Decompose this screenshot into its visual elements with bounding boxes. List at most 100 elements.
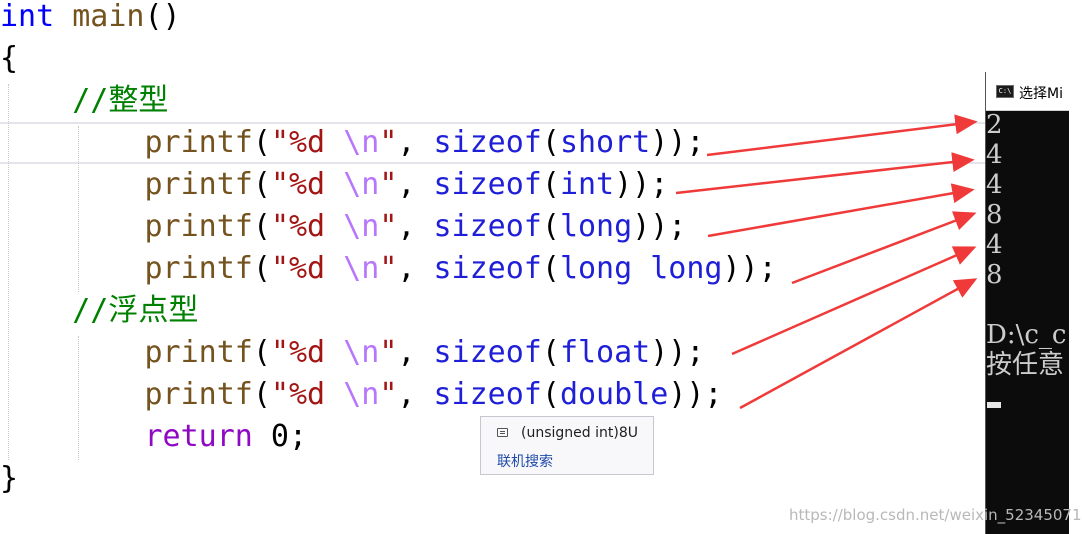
code-token: , bbox=[397, 377, 434, 412]
code-token: ( bbox=[252, 377, 271, 412]
code-token: printf bbox=[144, 125, 253, 160]
online-search-link[interactable]: 联机搜索 bbox=[497, 454, 553, 470]
code-token: //浮点型 bbox=[72, 293, 199, 328]
indent-guide bbox=[78, 336, 79, 460]
tooltip-type-text: (unsigned int)8U bbox=[521, 425, 638, 441]
indent-guide bbox=[78, 126, 79, 292]
code-token: double bbox=[559, 377, 669, 412]
code-token: ( bbox=[541, 209, 560, 244]
code-token: sizeof bbox=[433, 167, 542, 202]
code-token: " bbox=[379, 209, 398, 244]
arrow-double bbox=[739, 278, 978, 410]
code-line[interactable]: //整型 bbox=[0, 80, 168, 122]
code-token: )); bbox=[632, 209, 687, 244]
code-token: )); bbox=[650, 335, 705, 370]
quickinfo-tooltip: (unsigned int)8U 联机搜索 bbox=[480, 416, 654, 475]
arrow-int bbox=[675, 152, 975, 195]
code-token: ( bbox=[252, 209, 271, 244]
arrow-long bbox=[707, 183, 975, 238]
code-token: ( bbox=[541, 335, 560, 370]
code-line[interactable]: } bbox=[0, 458, 18, 500]
code-token: ( bbox=[541, 377, 560, 412]
code-token: ( bbox=[252, 251, 271, 286]
code-token: sizeof bbox=[433, 209, 542, 244]
code-token: int bbox=[0, 0, 55, 34]
indent-guide bbox=[8, 84, 9, 460]
code-token: " bbox=[379, 167, 398, 202]
watermark: https://blog.csdn.net/weixin_52345071 bbox=[789, 506, 1082, 524]
code-line[interactable]: printf("%d \n", sizeof(short)); bbox=[0, 122, 705, 164]
code-token: long long bbox=[559, 251, 723, 286]
code-token: printf bbox=[144, 251, 253, 286]
code-token: sizeof bbox=[433, 335, 542, 370]
code-token: float bbox=[559, 335, 651, 370]
code-token: printf bbox=[144, 209, 253, 244]
code-token: " bbox=[379, 335, 398, 370]
code-token: //整型 bbox=[72, 83, 169, 118]
code-line[interactable]: printf("%d \n", sizeof(int)); bbox=[0, 164, 669, 206]
console-app-icon: C:\ bbox=[996, 85, 1014, 98]
code-token: main bbox=[72, 0, 145, 34]
code-token: long bbox=[559, 209, 633, 244]
console-titlebar[interactable]: C:\ 选择Mi bbox=[986, 72, 1069, 111]
code-token: "%d bbox=[270, 209, 344, 244]
code-token: \n bbox=[343, 209, 380, 244]
code-token: printf bbox=[144, 335, 253, 370]
code-token: , bbox=[397, 167, 434, 202]
code-token: int bbox=[559, 167, 615, 202]
code-token: sizeof bbox=[433, 251, 542, 286]
console-output: 2 4 4 8 4 8 D:\c_c 按任意 bbox=[986, 110, 1067, 380]
code-token: ( bbox=[252, 125, 271, 160]
code-token: )); bbox=[614, 167, 669, 202]
code-line[interactable]: int main() bbox=[0, 0, 181, 38]
code-token: printf bbox=[144, 167, 253, 202]
code-token: sizeof bbox=[433, 125, 542, 160]
code-line[interactable]: { bbox=[0, 38, 18, 80]
arrow-short bbox=[706, 114, 978, 157]
tooltip-info-icon bbox=[497, 428, 508, 437]
code-token: , bbox=[397, 335, 434, 370]
code-token: \n bbox=[343, 167, 380, 202]
code-token: \n bbox=[343, 251, 380, 286]
code-token: () bbox=[144, 0, 181, 34]
code-token: ( bbox=[541, 167, 560, 202]
code-token: \n bbox=[343, 335, 380, 370]
code-token: )); bbox=[722, 251, 777, 286]
code-token: ( bbox=[252, 167, 271, 202]
code-token: { bbox=[0, 41, 19, 76]
code-token: \n bbox=[343, 377, 380, 412]
code-token: printf bbox=[144, 377, 253, 412]
code-token: " bbox=[379, 377, 398, 412]
code-token: ( bbox=[252, 335, 271, 370]
code-token: sizeof bbox=[433, 377, 542, 412]
code-line[interactable]: printf("%d \n", sizeof(double)); bbox=[0, 374, 723, 416]
code-token: " bbox=[379, 251, 398, 286]
console-window[interactable]: C:\ 选择Mi 2 4 4 8 4 8 D:\c_c 按任意 bbox=[985, 72, 1069, 534]
arrow-float bbox=[731, 246, 977, 356]
code-line[interactable]: printf("%d \n", sizeof(long)); bbox=[0, 206, 687, 248]
code-token: "%d bbox=[270, 251, 344, 286]
code-token: , bbox=[397, 209, 434, 244]
code-token: ( bbox=[541, 125, 560, 160]
code-line[interactable]: return 0; bbox=[0, 416, 308, 458]
code-token: \n bbox=[343, 125, 380, 160]
code-token: )); bbox=[668, 377, 723, 412]
code-line[interactable]: //浮点型 bbox=[0, 290, 198, 332]
code-token: ( bbox=[541, 251, 560, 286]
arrow-long-long bbox=[791, 211, 977, 285]
code-token: " bbox=[379, 125, 398, 160]
code-token: )); bbox=[650, 125, 705, 160]
code-token: short bbox=[559, 125, 651, 160]
code-line[interactable]: printf("%d \n", sizeof(long long)); bbox=[0, 248, 777, 290]
code-line[interactable]: printf("%d \n", sizeof(float)); bbox=[0, 332, 705, 374]
console-cursor bbox=[987, 402, 1001, 408]
code-token: , bbox=[397, 251, 434, 286]
current-line-highlight bbox=[0, 122, 990, 164]
code-token: 0; bbox=[252, 419, 308, 454]
code-token: , bbox=[397, 125, 434, 160]
code-token: } bbox=[0, 461, 19, 496]
code-token: "%d bbox=[270, 125, 344, 160]
code-token: "%d bbox=[270, 167, 344, 202]
